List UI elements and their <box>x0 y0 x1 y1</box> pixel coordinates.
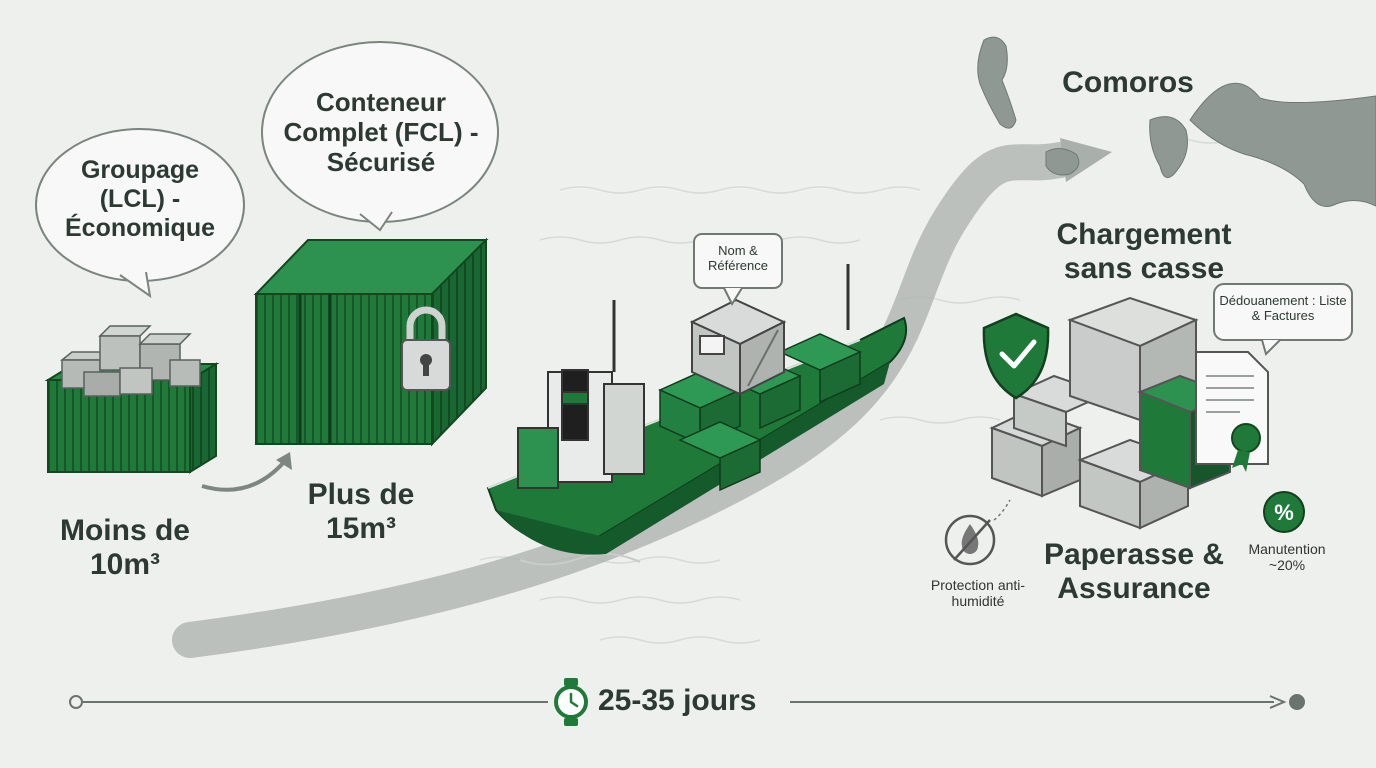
loading-label: Chargement sans casse <box>1056 218 1232 285</box>
label-tag-text: Nom & Référence <box>708 243 768 273</box>
destination-label: Comoros <box>1062 66 1194 99</box>
handling-label: Manutention ~20% <box>1248 541 1326 573</box>
lcl-to-fcl-arrow-head <box>276 452 292 470</box>
shield-check-icon <box>982 312 1050 400</box>
fcl-speech-bubble <box>261 41 499 232</box>
paperwork-label: Paperasse & Assurance <box>1043 538 1225 605</box>
goods-pile <box>989 296 1233 530</box>
fcl-container <box>253 237 489 447</box>
fcl-volume-label: Plus de 15m³ <box>307 478 415 545</box>
comoros-islands <box>977 36 1376 207</box>
lcl-speech-bubble <box>35 128 245 299</box>
timeline <box>69 694 1305 710</box>
no-moisture-icon <box>944 499 1011 566</box>
invoice-document-icon <box>1195 351 1269 472</box>
label-tag-bubble <box>693 233 783 307</box>
cargo-ship <box>486 264 908 566</box>
percent-symbol: % <box>1274 500 1294 525</box>
lcl-bubble-text: Groupage (LCL) - Économique <box>64 156 215 242</box>
moisture-label: Protection anti-humidité <box>930 577 1026 609</box>
lcl-container <box>44 325 220 474</box>
lcl-volume-label: Moins de 10m³ <box>59 514 190 581</box>
lcl-to-fcl-arrow <box>201 460 286 492</box>
duration-label: 25-35 jours <box>598 684 757 717</box>
handling-badge: % <box>1263 491 1305 533</box>
lock-icon <box>401 306 451 391</box>
customs-bubble <box>1213 283 1353 356</box>
fcl-bubble-text: Conteneur Complet (FCL) - Sécurisé <box>283 87 479 177</box>
stopwatch-icon <box>554 678 588 726</box>
route-path <box>172 142 1078 658</box>
customs-bubble-text: Dédouanement : Liste & Factures <box>1219 293 1347 323</box>
